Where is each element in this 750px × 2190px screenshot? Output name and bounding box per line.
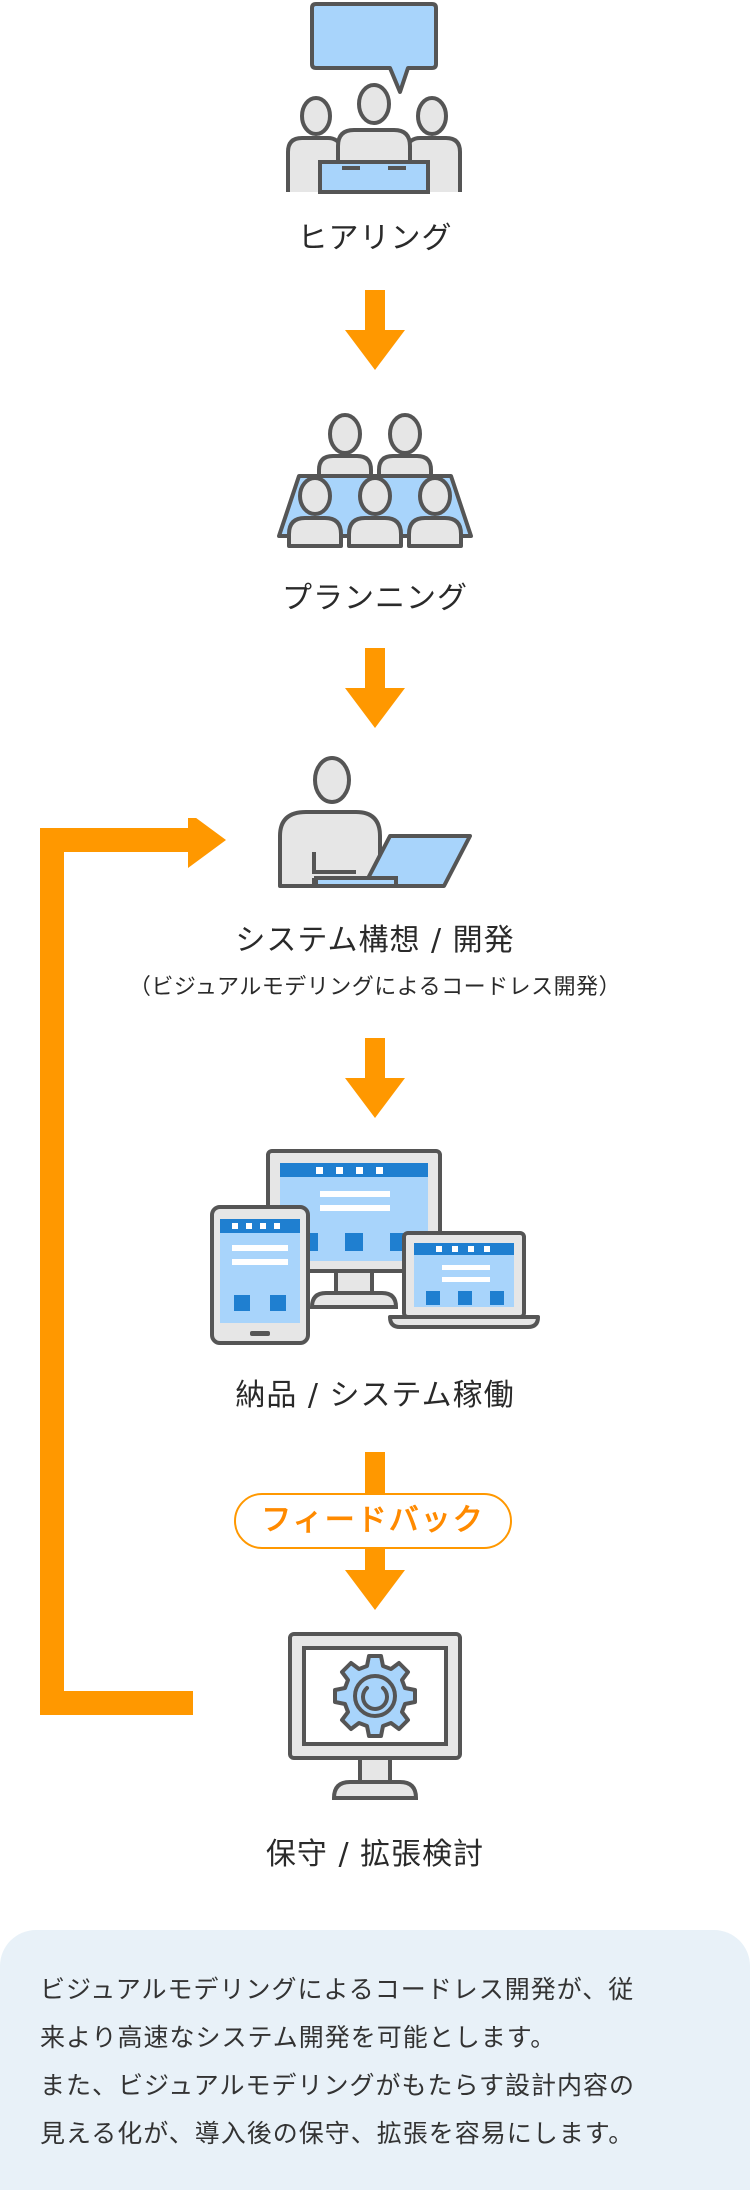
feedback-loop-arrow: [40, 818, 226, 1715]
summary-line: 来より高速なシステム開発を可能とします。: [40, 2023, 557, 2052]
planning-table-icon: [277, 413, 473, 548]
summary-box: ビジュアルモデリングによるコードレス開発が、従 来より高速なシステム開発を可能と…: [0, 1930, 750, 2190]
meeting-speech-icon: [286, 2, 462, 194]
step-label-development: システム構想 / 開発: [235, 923, 515, 958]
summary-line: また、ビジュアルモデリングがもたらす設計内容の: [40, 2071, 636, 2100]
summary-line: 見える化が、導入後の保守、拡張を容易にします。: [40, 2119, 635, 2148]
developer-laptop-icon: [278, 756, 472, 888]
step-label-hearing: ヒアリング: [297, 221, 453, 256]
multi-device-icon: [210, 1149, 540, 1345]
monitor-gear-icon: [288, 1632, 462, 1800]
feedback-label: フィードバック: [234, 1493, 512, 1549]
step-sublabel-development: （ビジュアルモデリングによるコードレス開発）: [128, 975, 622, 1000]
down-arrow-icon: [345, 290, 405, 370]
step-label-planning: プランニング: [282, 581, 468, 616]
step-label-delivery: 納品 / システム稼働: [235, 1378, 515, 1413]
down-arrow-icon: [345, 1038, 405, 1118]
down-arrow-icon: [345, 648, 405, 728]
step-label-maintenance: 保守 / 拡張検討: [265, 1837, 485, 1872]
summary-line: ビジュアルモデリングによるコードレス開発が、従: [40, 1975, 635, 2004]
